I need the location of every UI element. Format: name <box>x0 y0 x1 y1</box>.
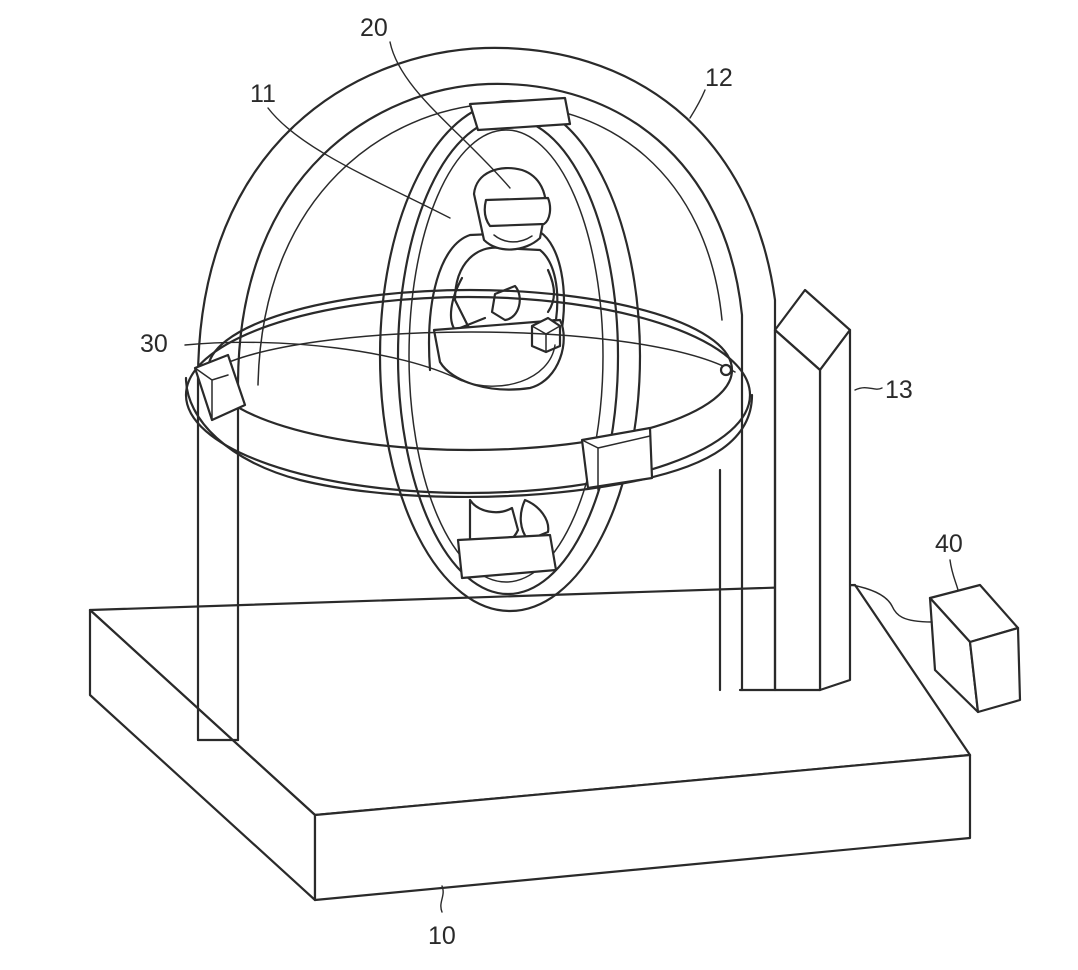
label-base: 10 <box>428 922 456 950</box>
leader-40 <box>949 559 959 591</box>
control-cable <box>851 584 933 623</box>
occupant-hand <box>490 284 521 322</box>
left-bearing <box>193 353 247 422</box>
vertical-ring-rim <box>408 129 604 583</box>
leader-30 <box>184 341 556 387</box>
occupant-mouth <box>493 234 533 243</box>
right-pin <box>719 363 733 377</box>
label-support-column: 13 <box>885 376 913 404</box>
front-bearing <box>580 426 654 490</box>
cockpit <box>427 166 566 580</box>
label-cockpit: 11 <box>250 80 276 108</box>
leader-12 <box>689 89 706 119</box>
head-mounted-display <box>483 196 552 228</box>
horizontal-ring-band-bottom <box>184 376 754 499</box>
horizontal-ring-outer-top <box>184 295 752 495</box>
vertical-ring <box>378 96 642 613</box>
column-side <box>818 328 852 692</box>
column-front <box>773 328 822 692</box>
leader-13 <box>854 387 883 391</box>
leader-11 <box>267 107 451 219</box>
base-platform <box>88 583 972 902</box>
label-outer-arch: 12 <box>705 64 733 92</box>
label-headset: 20 <box>360 14 388 42</box>
label-control-unit: 40 <box>935 530 963 558</box>
leader-lines <box>184 41 959 913</box>
top-bearing <box>468 96 572 132</box>
reference-labels: 20 11 12 30 13 40 10 <box>140 14 963 950</box>
leader-20 <box>389 41 511 189</box>
controller-block <box>530 316 562 354</box>
label-controller: 30 <box>140 330 168 358</box>
arch-outer-edge <box>196 46 777 742</box>
control-unit-side <box>968 626 1022 714</box>
support-column <box>773 288 852 692</box>
outer-arch <box>196 46 777 742</box>
footrest <box>456 533 558 580</box>
arch-inner-edge <box>236 82 744 742</box>
horizontal-ring <box>184 288 754 499</box>
front-bearing-edges <box>581 435 651 491</box>
base-front-face <box>313 753 972 902</box>
left-bearing-edges <box>194 367 229 421</box>
occupant-right-leg <box>519 498 550 542</box>
horizontal-ring-rim <box>211 331 736 373</box>
leader-10 <box>440 885 444 913</box>
control-unit <box>851 583 1022 714</box>
